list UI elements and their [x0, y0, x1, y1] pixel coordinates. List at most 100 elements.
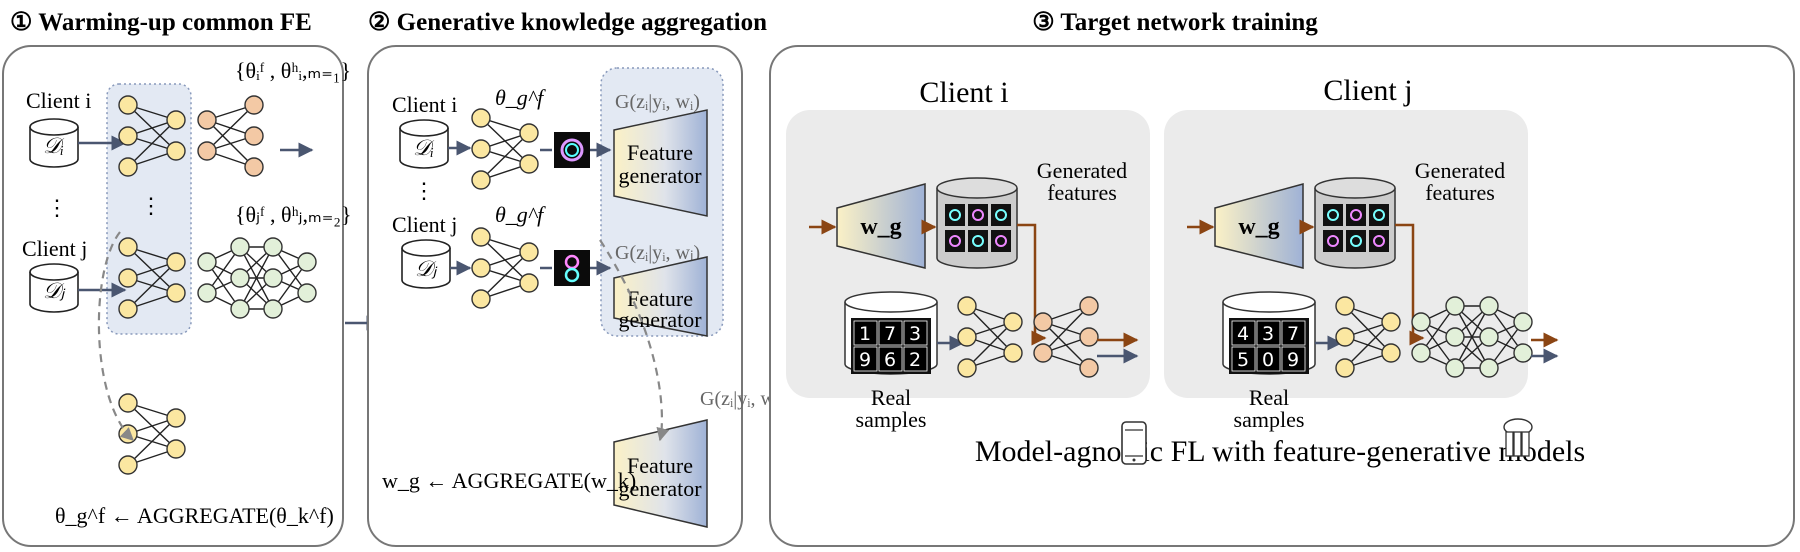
- panel3-title: ③ Target network training: [1032, 9, 1318, 36]
- client-i-fe: [957, 296, 1023, 378]
- wg-generator: [1214, 183, 1304, 269]
- feature-map-j: [554, 250, 590, 286]
- net-node: [166, 283, 186, 303]
- net-node: [263, 237, 283, 257]
- net-edge: [1344, 321, 1392, 369]
- p2-fe-net-i: [471, 108, 539, 190]
- features-to-head-arrow: [1395, 223, 1425, 346]
- feature-tile: [1323, 230, 1343, 252]
- feature-tile-pattern: [995, 209, 1007, 221]
- generated-features-label-2: features: [1047, 180, 1117, 205]
- feature-tile-pattern: [949, 209, 961, 221]
- net-node: [1411, 343, 1431, 363]
- digit-tile: [853, 320, 878, 346]
- feature-tile: [1369, 230, 1389, 252]
- p1-theta-j-label: {θⱼᶠ , θʰⱼ,ₘ₌₂}: [235, 202, 352, 227]
- server-icon: [1503, 418, 1533, 457]
- generated-features-db: [1314, 188, 1396, 269]
- feature-tile: [1369, 204, 1389, 226]
- wg-label: w_g: [860, 214, 901, 240]
- net-node: [519, 242, 539, 262]
- net-node: [519, 123, 539, 143]
- feature-tile: [945, 230, 965, 252]
- real-db-top: [844, 291, 938, 313]
- net-node: [471, 108, 491, 128]
- net-node: [166, 141, 186, 161]
- feature-tile-pattern: [1327, 235, 1339, 247]
- feature-tile-pattern: [995, 235, 1007, 247]
- digit: 9: [859, 349, 871, 371]
- net-node: [118, 126, 138, 146]
- p1-dashed-arrow: [97, 231, 134, 441]
- feature-tile-pattern: [972, 235, 984, 247]
- digit: 1: [859, 323, 871, 345]
- net-node: [471, 258, 491, 278]
- digit: 7: [1287, 323, 1299, 345]
- p2-data-i: 𝒟ᵢ: [413, 135, 435, 160]
- digit: 6: [884, 349, 896, 371]
- p3-client-i: Client i: [919, 76, 1008, 109]
- net-node: [957, 358, 977, 378]
- panel-warming-up: ① Warming-up common FE Client i 𝒟ᵢ ⋮ Cli…: [2, 9, 382, 547]
- phone-icon: [1121, 421, 1147, 465]
- p3-client-j: Client j: [1323, 74, 1412, 107]
- p2-fg-g-line1: Feature: [627, 453, 693, 478]
- digit: 3: [1262, 323, 1274, 345]
- p3-caption: Model-agnostic FL with feature-generativ…: [975, 435, 1585, 468]
- p1-client-i: Client i: [26, 88, 91, 113]
- net-node: [1479, 358, 1499, 378]
- digit: 2: [909, 349, 921, 371]
- net-edge: [1042, 305, 1090, 354]
- features-to-head-arrow: [1017, 223, 1047, 346]
- digit-tile: [853, 346, 878, 372]
- p2-db-j: 𝒟ⱼ: [401, 239, 451, 289]
- head-net-j: [197, 237, 317, 319]
- net-node: [1411, 312, 1431, 332]
- net-node: [230, 237, 250, 257]
- p1-data-i: 𝒟ᵢ: [43, 133, 65, 158]
- net-node: [197, 110, 217, 130]
- net-node: [471, 227, 491, 247]
- net-node: [118, 299, 138, 319]
- p2-fg-g-line2: generator: [618, 476, 702, 501]
- net-node: [1479, 296, 1499, 316]
- net-node: [471, 139, 491, 159]
- net-edge: [966, 321, 1014, 369]
- net-node: [1381, 343, 1401, 363]
- real-samples-label-1: Real: [1249, 385, 1289, 410]
- generated-features-label-1: Generated: [1415, 158, 1505, 183]
- db-top: [1314, 177, 1396, 199]
- p2-dashed-arrow: [599, 239, 670, 442]
- net-node: [263, 299, 283, 319]
- generated-features-label-2: features: [1425, 180, 1495, 205]
- p2-db-i: 𝒟ᵢ: [399, 119, 449, 169]
- digit-tile: [878, 320, 903, 346]
- net-edge: [127, 119, 177, 168]
- feature-tile-pattern: [1373, 209, 1385, 221]
- digit: 0: [1262, 349, 1274, 371]
- net-edge: [239, 246, 274, 310]
- digit-tile: [1256, 346, 1281, 372]
- net-node: [230, 299, 250, 319]
- net-node: [1079, 296, 1099, 316]
- net-node: [118, 268, 138, 288]
- feature-generator-j: Feature generator: [613, 256, 708, 337]
- p1-vdots: ⋮: [46, 195, 68, 220]
- real-samples-label-1: Real: [871, 385, 911, 410]
- net-node: [957, 327, 977, 347]
- digit: 9: [1287, 349, 1299, 371]
- digit: 3: [909, 323, 921, 345]
- wg-generator: [836, 183, 926, 269]
- generated-features-db: [936, 188, 1018, 269]
- net-node: [957, 296, 977, 316]
- net-node: [471, 289, 491, 309]
- net-node: [118, 455, 138, 475]
- feature-tile: [968, 230, 988, 252]
- real-samples-label-2: samples: [1234, 407, 1305, 432]
- client-j-fe: [1335, 296, 1401, 378]
- net-node: [297, 283, 317, 303]
- p2-fg-j-line2: generator: [618, 307, 702, 332]
